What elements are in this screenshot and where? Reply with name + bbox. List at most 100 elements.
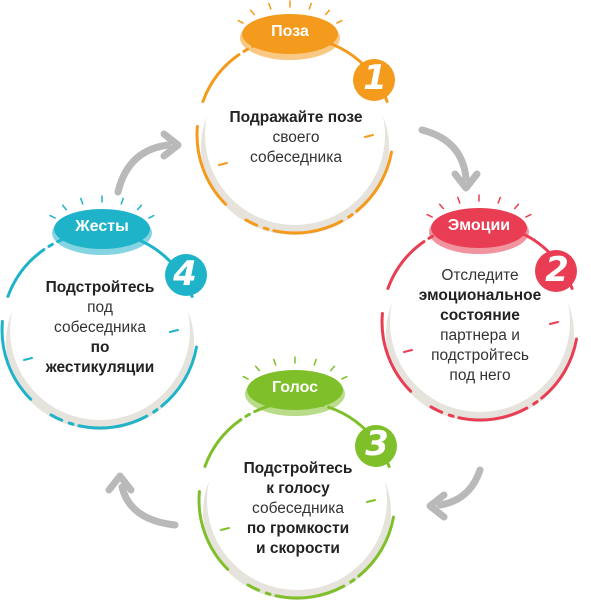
gestures-text: Подстройтесь под собеседника по жестикул… [15, 278, 185, 378]
emotions-line-3: состояние [440, 307, 520, 324]
voice-label: Голос [271, 379, 319, 396]
pose-sparkle [308, 2, 312, 10]
arrow-voice-to-gestures [118, 483, 179, 529]
voice-line-5: и скорости [256, 540, 340, 557]
voice-sparkle [313, 358, 317, 366]
voice-sparkle [273, 358, 277, 366]
gestures-line-5: жестикуляции [45, 359, 155, 376]
gestures-sparkle [49, 214, 56, 219]
gestures-dash [169, 329, 179, 333]
pose-line-2: своего [272, 129, 320, 146]
emotions-sparkle [525, 213, 532, 218]
pose-ring-arc-right [244, 150, 393, 235]
emotions-line-5: подстройтесь [431, 347, 529, 364]
gestures-ring-arc-right [49, 345, 198, 430]
cycle-arrows [105, 126, 484, 529]
pose-line-3: собеседника [250, 149, 342, 166]
gestures-number: 4 [173, 254, 197, 294]
arrow-gestures-to-pose [114, 141, 172, 196]
arrow-emotions-to-voice-head [426, 491, 448, 521]
voice-line-3: собеседника [252, 500, 344, 517]
pose-number-badge [353, 59, 395, 101]
voice-line-2: к голосу [266, 480, 330, 497]
gestures-line-2: под [87, 299, 113, 316]
voice-line-1: Подстройтесь [243, 460, 353, 477]
emotions-sparkle [513, 203, 520, 210]
gestures-label: Жесты [75, 218, 129, 235]
pose-label: Поза [271, 23, 309, 40]
voice-sparkle [341, 375, 348, 380]
voice-ring-arc-left [197, 490, 230, 571]
emotions-line-4: партнера и [440, 327, 520, 344]
arrow-gestures-to-pose-head-chevron [160, 130, 182, 160]
emotions-sparkle [426, 213, 433, 218]
pose-dash [364, 134, 374, 138]
emotions-line-2: эмоциональное [418, 287, 542, 304]
emotions-line-1: Отследите [441, 267, 519, 284]
voice-sparkle [242, 375, 249, 380]
emotions-sparkle [457, 196, 461, 204]
arrow-gestures-to-pose-head [160, 130, 182, 160]
emotions-number-badge [535, 250, 577, 292]
gestures-dash [23, 357, 33, 361]
voice-number: 3 [365, 424, 389, 464]
gestures-number-badge [165, 254, 207, 296]
arrow-voice-to-gestures-head [105, 472, 135, 494]
pose-dash [218, 162, 228, 166]
gestures-ring-arc-left [0, 320, 33, 401]
voice-ring-group [197, 356, 397, 600]
arrow-emotions-to-voice [436, 466, 484, 509]
gestures-sparkle [61, 204, 68, 211]
voice-pill [247, 370, 343, 410]
pose-text: Подражайте позе своего собеседника [211, 108, 381, 168]
gestures-sparkle [80, 197, 84, 205]
emotions-plate [390, 232, 570, 412]
emotions-ring-arc-right [429, 337, 578, 422]
pose-number: 1 [363, 58, 387, 98]
pose-sparkle [237, 19, 244, 24]
emotions-sparkle [438, 203, 445, 210]
gestures-ring-group [0, 195, 207, 430]
pose-pill [242, 14, 338, 54]
arrow-emotions-to-voice-head-chevron [426, 491, 448, 521]
emotions-sparkle [497, 196, 501, 204]
pose-sparkle [268, 2, 272, 10]
voice-sparkle [254, 365, 261, 372]
voice-plate [207, 410, 387, 590]
voice-text: Подстройтесь к голосу собеседника по гро… [213, 459, 383, 559]
gestures-plate [10, 240, 190, 420]
emotions-number: 2 [545, 250, 569, 290]
emotions-ring-arc-left [380, 312, 413, 393]
gestures-line-3: собеседника [54, 319, 146, 336]
emotions-pill [431, 208, 527, 248]
voice-dash [366, 499, 376, 503]
voice-ring-arc-right [246, 515, 395, 600]
emotions-dash [403, 349, 413, 353]
emotions-line-6: под него [449, 367, 511, 384]
pose-sparkle [324, 9, 331, 16]
voice-dash [220, 527, 230, 531]
gestures-sparkle [120, 197, 124, 205]
emotions-ring-group [380, 194, 578, 422]
pose-sparkle [336, 19, 343, 24]
emotions-label: Эмоции [447, 217, 511, 234]
emotions-dash [549, 321, 559, 325]
gestures-line-1: Подстройтесь [45, 279, 155, 296]
voice-number-badge [355, 425, 397, 467]
arrow-pose-to-emotions-head [451, 170, 481, 192]
step-rings [0, 0, 578, 600]
pose-sparkle [249, 9, 256, 16]
pose-plate [205, 45, 385, 225]
pose-line-1: Подражайте позе [229, 109, 363, 126]
voice-line-4: по громкости [246, 520, 350, 537]
pose-ring-group [195, 0, 395, 235]
gestures-sparkle [148, 214, 155, 219]
voice-sparkle [329, 365, 336, 372]
gestures-line-4: по [90, 339, 110, 356]
gestures-pill [54, 209, 150, 249]
arrow-pose-to-emotions [418, 126, 470, 182]
arrow-pose-to-emotions-head-chevron [451, 170, 481, 192]
emotions-text: Отследите эмоциональное состояние партне… [395, 266, 565, 386]
gestures-sparkle [136, 204, 143, 211]
